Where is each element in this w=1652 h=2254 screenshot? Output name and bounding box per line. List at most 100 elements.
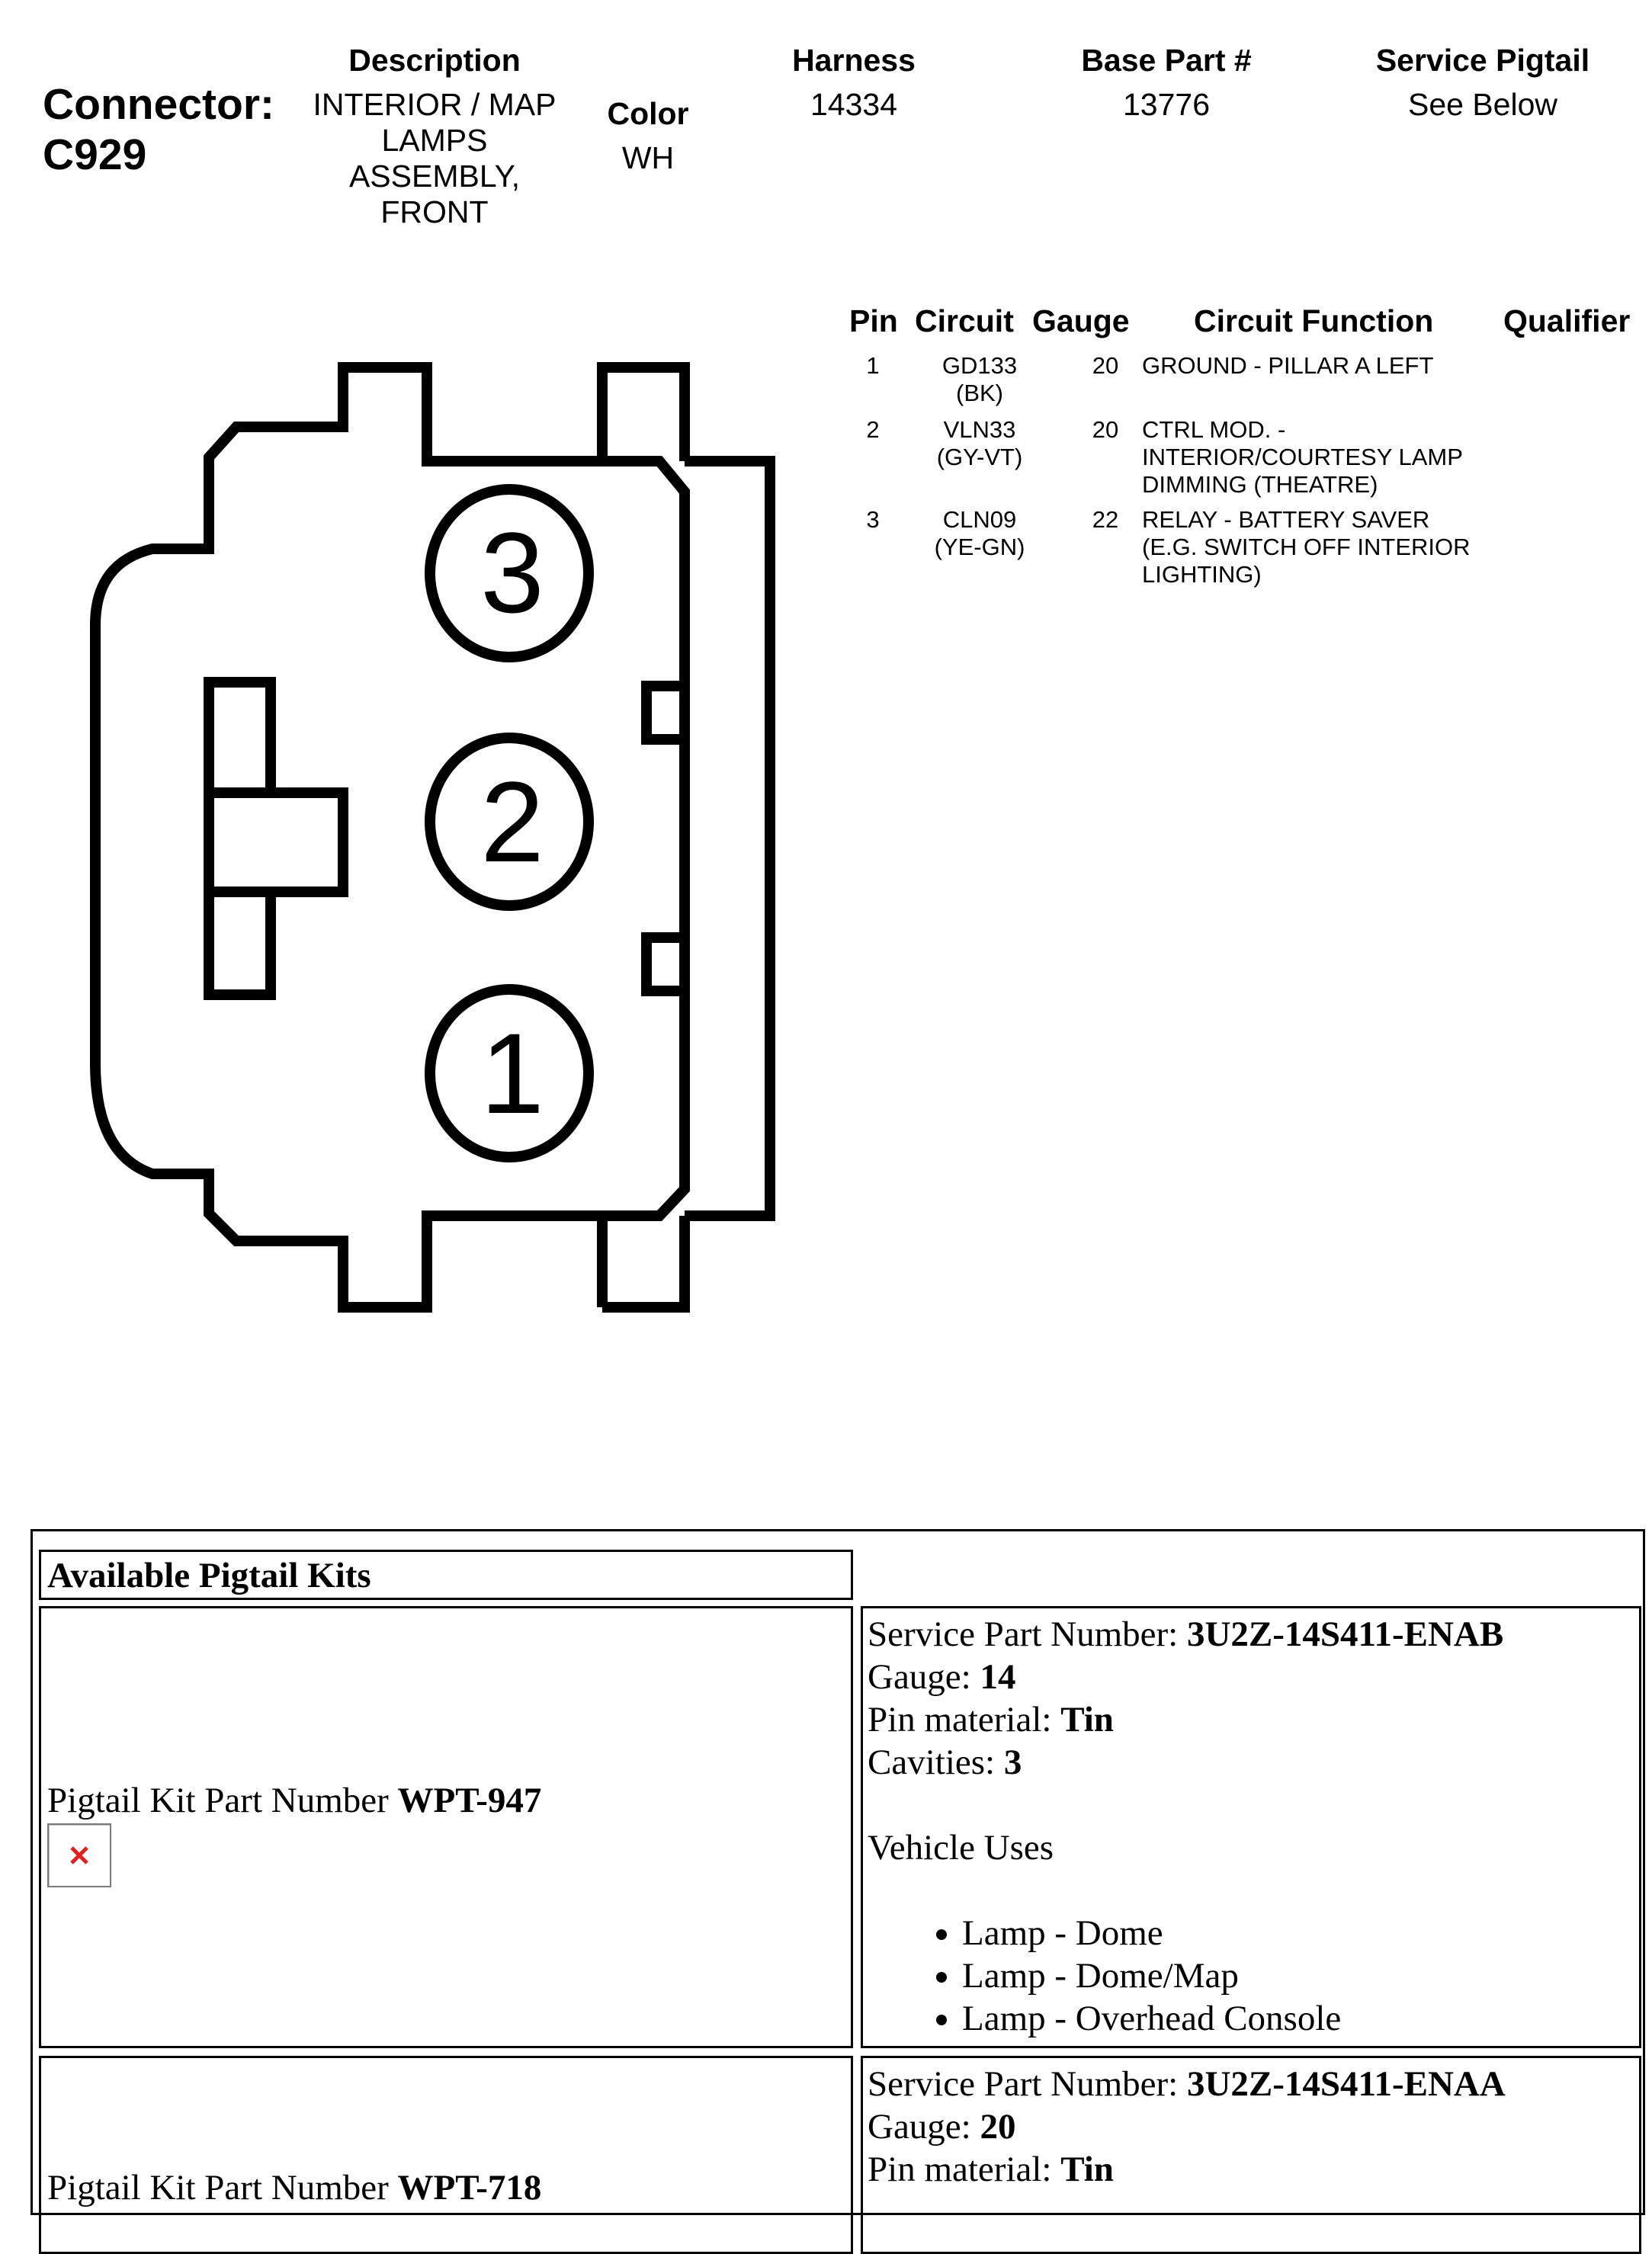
pin-number: 1 (866, 352, 880, 379)
connector-key (204, 677, 348, 1000)
function-line: INTERIOR/COURTESY LAMP (1142, 444, 1463, 470)
pin-1-circle (425, 984, 594, 1162)
pin-number: 2 (866, 416, 880, 443)
function-cell: RELAY - BATTERY SAVER (E.G. SWITCH OFF I… (1142, 506, 1471, 588)
gauge-label: Gauge: (868, 1657, 980, 1697)
color-value: WH (621, 140, 675, 175)
pin-material-value: Tin (1060, 2150, 1114, 2189)
circuit-color: (BK) (956, 380, 1003, 406)
connector-face-diagram: 3 2 1 (90, 362, 775, 1313)
pin-material-line: Pin material: Tin (868, 1698, 1634, 1741)
pigtail-kits-table: Available Pigtail Kits Pigtail Kit Part … (30, 1529, 1645, 2254)
cavities-label: Cavities: (868, 1743, 1004, 1782)
pin-2-circle (425, 733, 594, 911)
kit-part-label: Pigtail Kit Part Number (47, 2168, 398, 2208)
vehicle-use-item: Lamp - Dome (962, 1912, 1634, 1954)
pin-material-label: Pin material: (868, 2150, 1061, 2189)
service-pigtail-value: See Below (1407, 87, 1557, 122)
connector-housing-outline (90, 362, 690, 1313)
cavities-line: Cavities: 3 (868, 1741, 1634, 1784)
description-line: INTERIOR / MAP (313, 87, 557, 122)
service-part-label: Service Part Number: (868, 2064, 1187, 2104)
pin-3-circle (425, 484, 594, 662)
gauge-value: 20 (980, 2107, 1016, 2147)
kit-details-cell: Service Part Number: 3U2Z-14S411-ENAA Ga… (861, 2056, 1641, 2254)
pin-table-body: 1 GD133 (BK) 20 GROUND - PILLAR A LEFT 2… (839, 352, 1639, 611)
connector-label: Connector: (43, 80, 274, 129)
broken-image-x (70, 1846, 88, 1864)
function-line: RELAY - BATTERY SAVER (1142, 506, 1430, 533)
connector-title: Connector: C929 (43, 79, 274, 180)
kit-part-value: WPT-947 (397, 1781, 542, 1820)
pin-material-line: Pin material: Tin (868, 2148, 1634, 2191)
description-line: ASSEMBLY, (348, 159, 521, 194)
circuit-color: (YE-GN) (934, 534, 1025, 560)
pin-3-label: 3 (480, 508, 544, 636)
gauge-label: Gauge: (868, 2107, 980, 2147)
gauge-cell: 20 (1092, 416, 1119, 443)
color-header: Color (607, 96, 689, 131)
kits-title-cell: Available Pigtail Kits (39, 1550, 853, 1600)
circuit-id: CLN09 (942, 506, 1017, 533)
vehicle-uses-list: Lamp - Dome Lamp - Dome/Map Lamp - Overh… (868, 1912, 1634, 2040)
base-part-header: Base Part # (1081, 43, 1252, 78)
service-part-line: Service Part Number: 3U2Z-14S411-ENAB (868, 1613, 1634, 1656)
circuit-cell: GD133 (BK) (915, 352, 1044, 407)
function-column-header: Circuit Function (1194, 303, 1434, 338)
kit-part-value: WPT-718 (397, 2168, 542, 2208)
kit-cell: Pigtail Kit Part Number WPT-718 (39, 2056, 853, 2254)
kit-part-number: Pigtail Kit Part Number WPT-718 (47, 2166, 541, 2209)
description-line: LAMPS (381, 123, 488, 158)
pin-material-value: Tin (1060, 1700, 1114, 1739)
vehicle-use-item: Lamp - Dome/Map (962, 1954, 1634, 1997)
broken-image-icon (47, 1823, 111, 1887)
cavities-value: 3 (1003, 1743, 1022, 1782)
circuit-id: GD133 (941, 352, 1018, 379)
connector-id: C929 (43, 130, 147, 179)
kit-cell: Pigtail Kit Part Number WPT-947 (39, 1606, 853, 2048)
function-line: LIGHTING) (1142, 561, 1262, 588)
kits-title: Available Pigtail Kits (47, 1556, 371, 1595)
pin-number: 3 (866, 506, 880, 533)
vehicle-use-item: Lamp - Overhead Console (962, 1997, 1634, 2040)
kit-part-number: Pigtail Kit Part Number WPT-947 (47, 1779, 541, 1822)
function-line: DIMMING (THEATRE) (1142, 471, 1378, 498)
kit-part-label: Pigtail Kit Part Number (47, 1781, 398, 1820)
pin-material-label: Pin material: (868, 1700, 1061, 1739)
harness-value: 14334 (810, 87, 897, 122)
service-part-value: 3U2Z-14S411-ENAB (1186, 1614, 1504, 1654)
description-header: Description (348, 43, 521, 78)
gauge-cell: 22 (1092, 506, 1119, 533)
description-line: FRONT (380, 194, 489, 229)
circuit-color: (GY-VT) (936, 444, 1023, 470)
connector-tab (641, 932, 690, 996)
pin-1-label: 1 (480, 1009, 544, 1137)
function-cell: GROUND - PILLAR A LEFT (1142, 352, 1433, 380)
function-line: GROUND - PILLAR A LEFT (1142, 352, 1434, 379)
service-part-label: Service Part Number: (868, 1614, 1187, 1654)
service-part-line: Service Part Number: 3U2Z-14S411-ENAA (868, 2063, 1634, 2105)
qualifier-column-header: Qualifier (1503, 303, 1631, 338)
service-part-value: 3U2Z-14S411-ENAA (1186, 2064, 1506, 2104)
gauge-line: Gauge: 20 (868, 2105, 1634, 2148)
function-cell: CTRL MOD. - INTERIOR/COURTESY LAMP DIMMI… (1142, 416, 1463, 499)
harness-header: Harness (792, 43, 916, 78)
function-line: CTRL MOD. - (1142, 416, 1286, 443)
connector-latch (597, 362, 775, 1313)
gauge-column-header: Gauge (1032, 303, 1130, 338)
kit-details-cell: Service Part Number: 3U2Z-14S411-ENAB Ga… (861, 1606, 1641, 2048)
description-value: INTERIOR / MAP LAMPS ASSEMBLY, FRONT (305, 87, 564, 230)
gauge-cell: 20 (1092, 352, 1119, 379)
circuit-column-header: Circuit (915, 303, 1014, 338)
pin-2-label: 2 (480, 758, 544, 886)
circuit-cell: CLN09 (YE-GN) (915, 506, 1044, 561)
function-line: (E.G. SWITCH OFF INTERIOR (1142, 534, 1471, 560)
service-pigtail-header: Service Pigtail (1375, 43, 1590, 78)
circuit-cell: VLN33 (GY-VT) (915, 416, 1044, 471)
base-part-value: 13776 (1122, 87, 1210, 122)
connector-tab (641, 681, 690, 745)
vehicle-uses-heading: Vehicle Uses (868, 1828, 1054, 1868)
circuit-id: VLN33 (943, 416, 1016, 443)
pin-column-header: Pin (849, 303, 898, 338)
gauge-value: 14 (980, 1657, 1016, 1697)
